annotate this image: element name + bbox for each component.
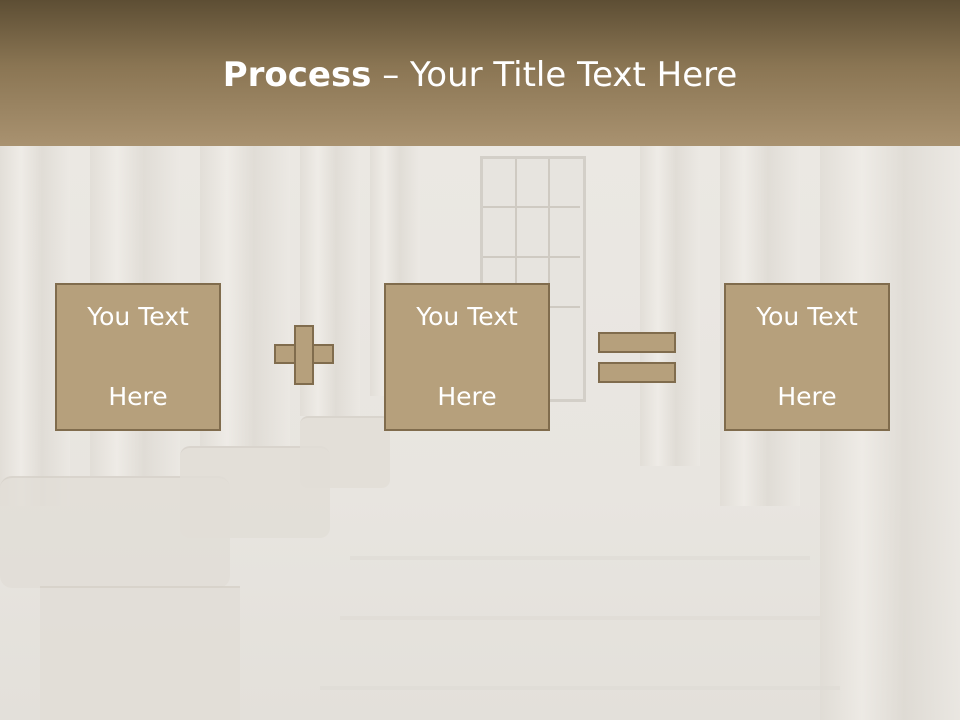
box-text-line1: You Text <box>416 302 518 331</box>
box-text-line2: Here <box>777 382 837 411</box>
slide-title: Process – Your Title Text Here <box>0 52 960 98</box>
box-text-line2: Here <box>437 382 497 411</box>
title-bar: Process – Your Title Text Here <box>0 0 960 146</box>
title-bold: Process <box>222 55 372 95</box>
colonnade-background <box>0 146 960 720</box>
box-text-line2: Here <box>108 382 168 411</box>
box-text-line1: You Text <box>87 302 189 331</box>
title-rest: – Your Title Text Here <box>371 55 738 95</box>
box-text-line1: You Text <box>756 302 858 331</box>
